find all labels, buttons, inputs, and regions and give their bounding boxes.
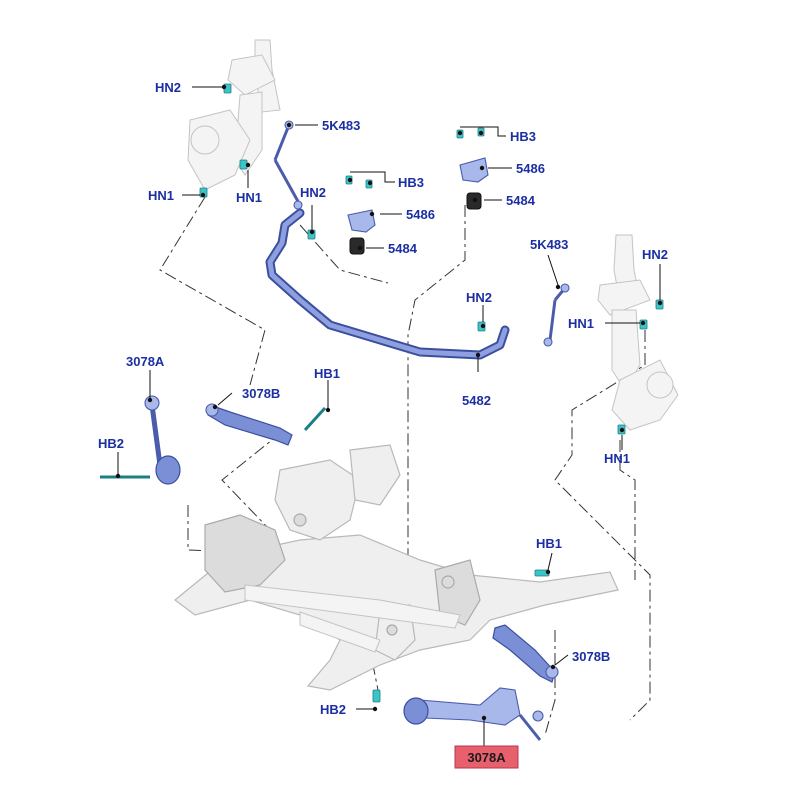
stabilizer-bracket-right xyxy=(459,157,489,210)
label-hn2-top-left: HN2 xyxy=(155,80,181,95)
label-3078b-right: 3078B xyxy=(572,649,610,664)
arm-3078b-right xyxy=(492,624,559,683)
label-hn2-bar-left: HN2 xyxy=(300,185,326,200)
label-hb2-bottom: HB2 xyxy=(320,702,346,717)
leader-lines xyxy=(117,86,661,748)
label-3078a-left: 3078A xyxy=(126,354,165,369)
stabilizer-bar xyxy=(265,208,510,360)
label-hn2-right-strut: HN2 xyxy=(642,247,668,262)
label-hb1-left: HB1 xyxy=(314,366,340,381)
right-strut-assembly xyxy=(597,234,679,431)
lower-arm-left xyxy=(100,395,181,485)
label-hn2-bar-right: HN2 xyxy=(466,290,492,305)
label-hn1-right-a: HN1 xyxy=(568,316,594,331)
label-hn1-left-a: HN1 xyxy=(148,188,174,203)
label-5k483-left: 5K483 xyxy=(322,118,360,133)
label-hb3-left: HB3 xyxy=(398,175,424,190)
label-5484-left: 5484 xyxy=(388,241,418,256)
label-3078a-highlight: 3078A xyxy=(467,750,506,765)
arm-3078b-left xyxy=(205,403,327,446)
stabilizer-link-right xyxy=(543,283,570,347)
highlighted-part-callout: 3078A xyxy=(454,745,519,769)
label-5k483-right: 5K483 xyxy=(530,237,568,252)
highlight-box xyxy=(454,745,519,769)
label-5486-right: 5486 xyxy=(516,161,545,176)
lower-arm-bottom xyxy=(403,687,544,741)
label-5486-left: 5486 xyxy=(406,207,435,222)
label-5484-right: 5484 xyxy=(506,193,536,208)
label-hn1-left-b: HN1 xyxy=(236,190,262,205)
front-subframe xyxy=(174,444,619,691)
label-5482: 5482 xyxy=(462,393,491,408)
label-hb1-right: HB1 xyxy=(536,536,562,551)
label-3078b-left: 3078B xyxy=(242,386,280,401)
label-hb3-right: HB3 xyxy=(510,129,536,144)
left-strut-assembly xyxy=(187,39,281,191)
callout-labels: HN2 5K483 HN1 HN1 HN2 HB3 5486 5484 HB3 … xyxy=(98,80,668,717)
label-hb2-left: HB2 xyxy=(98,436,124,451)
leader-dots xyxy=(115,84,663,721)
label-hn1-right-b: HN1 xyxy=(604,451,630,466)
stabilizer-link-left xyxy=(273,120,303,210)
